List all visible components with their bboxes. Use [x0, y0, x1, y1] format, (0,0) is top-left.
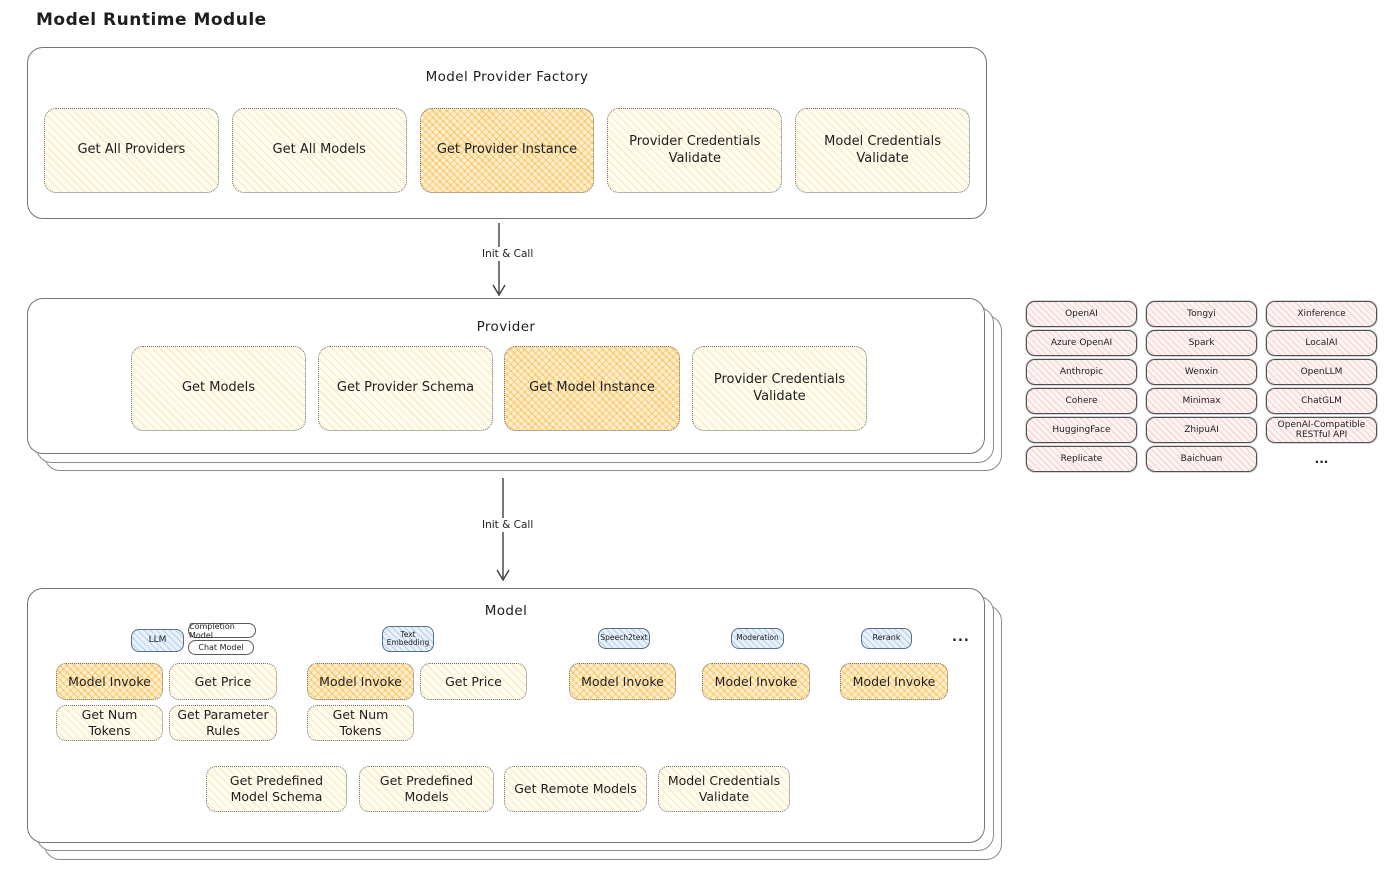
moderation-model-invoke-button[interactable]: Model Invoke — [702, 663, 810, 700]
init-call-label-2: Init & Call — [478, 518, 538, 532]
get-all-providers-button[interactable]: Get All Providers — [44, 108, 219, 193]
provider-item-tongyi[interactable]: Tongyi — [1146, 301, 1257, 327]
get-predefined-model-schema-button[interactable]: Get Predefined Model Schema — [206, 766, 347, 812]
get-provider-instance-button[interactable]: Get Provider Instance — [419, 108, 595, 193]
get-predefined-models-button[interactable]: Get Predefined Models — [359, 766, 494, 812]
model-credentials-validate-button[interactable]: Model Credentials Validate — [795, 108, 970, 193]
model-title: Model — [484, 603, 528, 619]
provider-box[interactable]: Provider Get Models Get Provider Schema … — [27, 298, 985, 454]
provider-list-grid: OpenAI Tongyi Xinference Azure OpenAI Sp… — [1026, 301, 1377, 472]
llm-model-invoke-button[interactable]: Model Invoke — [56, 663, 163, 700]
provider-item-baichuan[interactable]: Baichuan — [1146, 446, 1257, 472]
provider-item-chatglm[interactable]: ChatGLM — [1266, 388, 1377, 414]
text-embedding-model-invoke-button[interactable]: Model Invoke — [307, 663, 414, 700]
text-embedding-get-price-button[interactable]: Get Price — [420, 663, 527, 700]
speech2text-model-invoke-button[interactable]: Model Invoke — [569, 663, 676, 700]
llm-get-price-button[interactable]: Get Price — [169, 663, 277, 700]
provider-list-ellipsis: ... — [1314, 452, 1329, 466]
provider-item-cohere[interactable]: Cohere — [1026, 388, 1137, 414]
tab-completion-model[interactable]: Completion Model — [188, 622, 256, 640]
get-models-button[interactable]: Get Models — [131, 346, 306, 431]
provider-item-xinference[interactable]: Xinference — [1266, 301, 1377, 327]
llm-get-parameter-rules-button[interactable]: Get Parameter Rules — [169, 705, 277, 741]
provider-item-openai-compatible[interactable]: OpenAI-Compatible RESTful API — [1266, 417, 1377, 443]
provider-item-zhipuai[interactable]: ZhipuAI — [1146, 417, 1257, 443]
model-provider-factory-box[interactable]: Model Provider Factory Get All Providers… — [27, 47, 987, 219]
model-credentials-validate-button-2[interactable]: Model Credentials Validate — [658, 766, 790, 812]
get-provider-schema-button[interactable]: Get Provider Schema — [318, 346, 493, 431]
provider-item-wenxin[interactable]: Wenxin — [1146, 359, 1257, 385]
init-call-label-1: Init & Call — [478, 247, 538, 261]
page-title: Model Runtime Module — [36, 10, 267, 30]
get-model-instance-button[interactable]: Get Model Instance — [504, 346, 680, 431]
provider-credentials-validate-button-2[interactable]: Provider Credentials Validate — [692, 346, 867, 431]
provider-item-minimax[interactable]: Minimax — [1146, 388, 1257, 414]
tab-chat-model[interactable]: Chat Model — [188, 640, 254, 655]
provider-credentials-validate-button[interactable]: Provider Credentials Validate — [607, 108, 783, 193]
model-types-ellipsis: ... — [952, 630, 970, 645]
get-all-models-button[interactable]: Get All Models — [231, 108, 407, 193]
model-box[interactable]: Model LLM Completion Model Chat Model Te… — [27, 588, 985, 843]
provider-item-anthropic[interactable]: Anthropic — [1026, 359, 1137, 385]
provider-item-replicate[interactable]: Replicate — [1026, 446, 1137, 472]
tab-rerank[interactable]: Rerank — [861, 628, 912, 649]
factory-title: Model Provider Factory — [425, 69, 589, 85]
provider-item-localai[interactable]: LocalAI — [1266, 330, 1377, 356]
provider-item-azure-openai[interactable]: Azure OpenAI — [1026, 330, 1137, 356]
provider-item-openai[interactable]: OpenAI — [1026, 301, 1137, 327]
rerank-model-invoke-button[interactable]: Model Invoke — [840, 663, 948, 700]
provider-item-huggingface[interactable]: HuggingFace — [1026, 417, 1137, 443]
tab-llm[interactable]: LLM — [131, 629, 184, 652]
tab-text-embedding[interactable]: Text Embedding — [382, 626, 434, 652]
tab-speech2text[interactable]: Speech2text — [598, 628, 650, 649]
get-remote-models-button[interactable]: Get Remote Models — [504, 766, 647, 812]
provider-title: Provider — [476, 319, 536, 335]
llm-get-num-tokens-button[interactable]: Get Num Tokens — [56, 705, 163, 741]
text-embedding-get-num-tokens-button[interactable]: Get Num Tokens — [307, 705, 414, 741]
provider-item-openllm[interactable]: OpenLLM — [1266, 359, 1377, 385]
provider-item-spark[interactable]: Spark — [1146, 330, 1257, 356]
tab-moderation[interactable]: Moderation — [731, 628, 784, 649]
